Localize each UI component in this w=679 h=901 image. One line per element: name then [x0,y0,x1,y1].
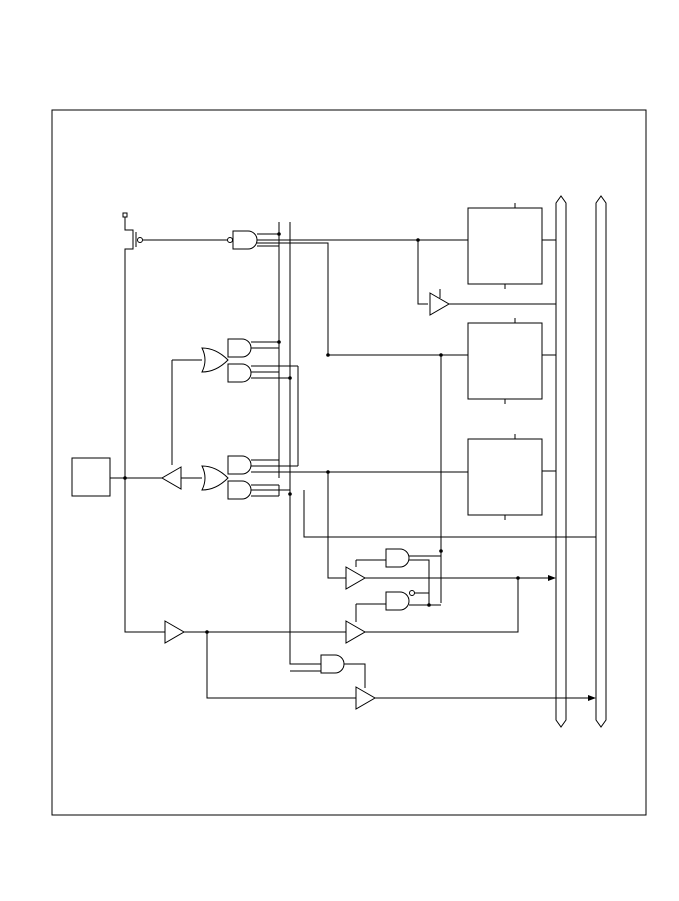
buffer-main [161,466,202,490]
control-lines [110,222,321,672]
schematic-frame [51,109,647,816]
data-bus-left [555,195,567,728]
bus-connections [303,355,596,603]
and-or-group-lower [201,366,468,500]
register-block-1 [467,207,543,285]
data-bus-right [595,195,607,728]
register-block-3 [467,438,543,516]
buffer-lower-left [124,478,356,699]
and-gate-bottom [320,654,366,688]
buffer-lower-right [355,686,596,710]
and-gate-feedback-upper [355,548,441,605]
register-block-2 [467,322,543,400]
transistor-switch [122,212,227,478]
buffer-enable-1 [429,289,556,316]
and-or-group-upper [171,338,468,465]
nand-gate-top [227,230,468,355]
register-pin-stubs [504,203,556,520]
buffer-feedback [345,566,556,633]
junction-dots [123,232,520,634]
buffer-lower-middle [345,620,366,644]
and-gate-feedback-lower [355,590,441,622]
input-block [71,457,111,497]
